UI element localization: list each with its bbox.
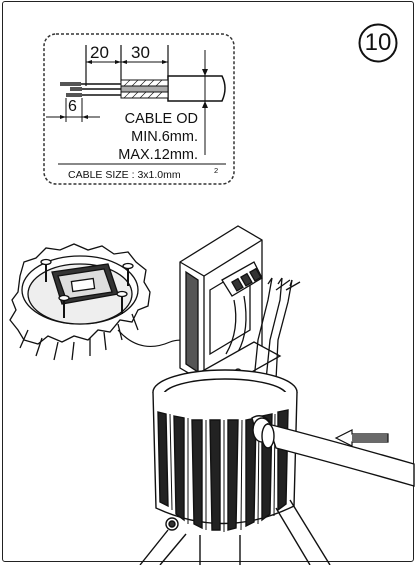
housing (139, 369, 331, 565)
driver-box (179, 225, 282, 393)
cover-plate (9, 243, 197, 361)
cable-size-label: CABLE SIZE : 3x1.0mm (68, 169, 181, 181)
cable-cross-section (60, 75, 226, 102)
strip-length-20: 20 (90, 43, 109, 62)
cable-min-label: MIN.6mm. (131, 129, 198, 145)
cable-spec-panel: 20 30 (43, 33, 235, 185)
cable-od-label: CABLE OD (125, 111, 198, 127)
insert-arrow (334, 429, 389, 447)
incoming-cable (261, 423, 415, 487)
strip-length-30: 30 (131, 43, 150, 62)
cable-size-superscript: 2 (214, 166, 218, 175)
step-circle (358, 23, 398, 63)
strip-length-6: 6 (68, 98, 77, 115)
cable-max-label: MAX.12mm. (118, 147, 198, 163)
step-badge: 10 (357, 22, 399, 64)
step-number: 10 (364, 29, 392, 56)
page-border (2, 1, 414, 562)
